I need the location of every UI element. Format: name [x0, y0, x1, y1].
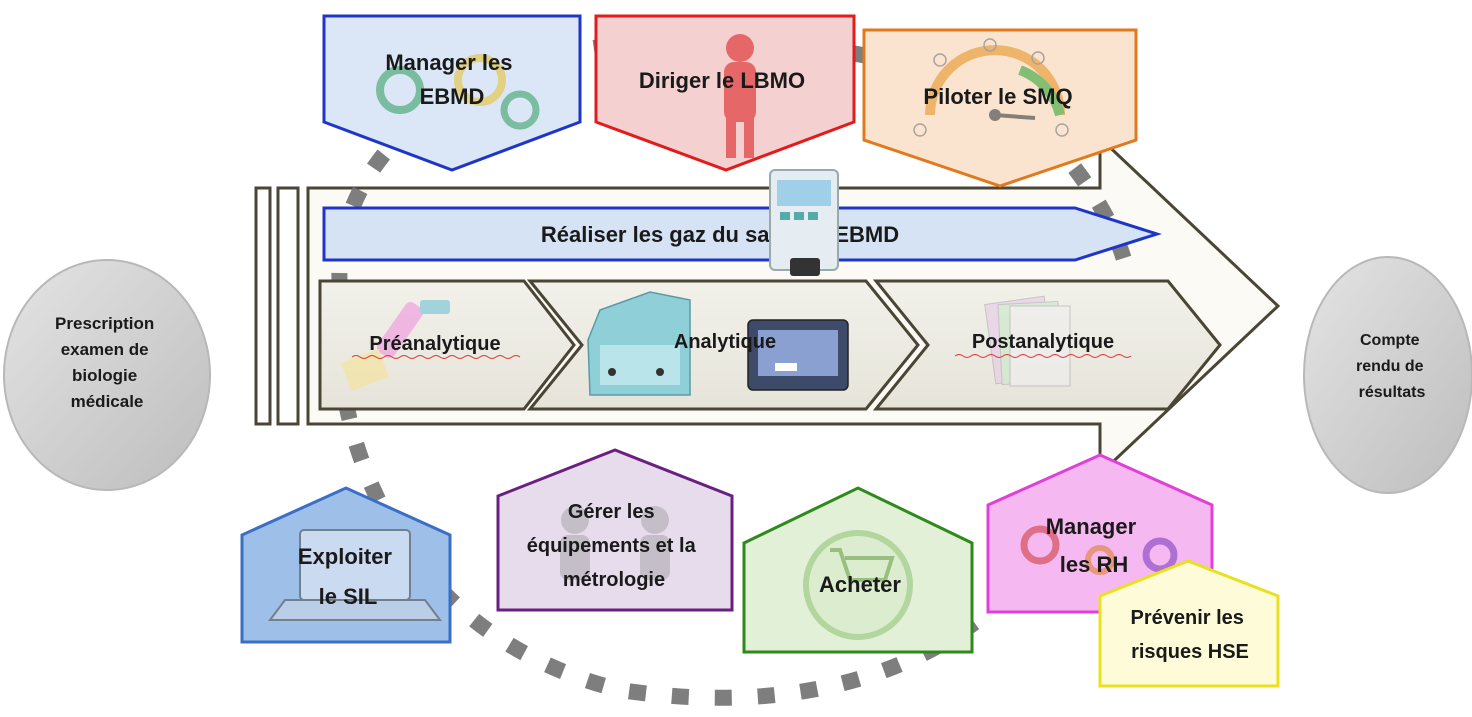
support-label: Manager les RH [1046, 514, 1143, 577]
support-acheter: Acheter [742, 486, 974, 654]
laptop-icon [268, 529, 442, 621]
spell-underline [954, 354, 1132, 358]
person-icon [560, 506, 670, 580]
main-process-banner: Réaliser les gaz du sang en EBMD [322, 206, 1162, 262]
step-postanalytique: Postanalytique [872, 279, 1222, 411]
compte-rendu-label: Compte rendu de résultats [1356, 332, 1428, 401]
support-shape [496, 448, 734, 612]
step-analytique: Analytique [526, 279, 920, 411]
support-label: Prévenir les risques HSE [1131, 607, 1250, 663]
step-preanalytique: Préanalytique [318, 279, 576, 411]
analyzer-icon [587, 291, 849, 396]
management-shape [322, 14, 582, 172]
prescription-label: Prescription examen de biologie médicale [55, 314, 159, 411]
management-manager-ebmd: Manager les EBMD [322, 14, 582, 172]
management-piloter-smq: Piloter le SMQ [862, 28, 1138, 188]
support-gerer-equipements: Gérer les équipements et la métrologie [496, 448, 734, 612]
support-label: Acheter [819, 572, 901, 597]
papers-icon [984, 295, 1071, 387]
management-shape [862, 28, 1138, 188]
person-icon [724, 34, 756, 158]
gauge-icon [913, 38, 1069, 137]
prescription-oval [3, 259, 211, 491]
support-shape [1098, 559, 1280, 688]
management-label: Piloter le SMQ [923, 84, 1072, 109]
cart-icon [803, 530, 913, 640]
management-label: Diriger le LBMO [639, 68, 805, 93]
tube-icon [341, 300, 450, 391]
spell-underline [351, 355, 521, 359]
arrow-bar-1 [254, 186, 272, 426]
analyzer-top-icon [769, 169, 839, 276]
compte-rendu-output: Compte rendu de résultats [1303, 256, 1472, 494]
gears-icon [1020, 525, 1178, 575]
support-exploiter-sil: Exploiter le SIL [240, 486, 452, 644]
step-preanalytique-label: Préanalytique [369, 333, 500, 355]
gears-icon [376, 54, 540, 130]
support-label: Exploiter le SIL [298, 544, 398, 609]
step-postanalytique-label: Postanalytique [972, 331, 1114, 353]
prescription-input: Prescription examen de biologie médicale [3, 259, 211, 491]
arrow-bar-2 [276, 186, 300, 426]
support-label: Gérer les équipements et la métrologie [527, 501, 702, 591]
main-process-title: Réaliser les gaz du sang en EBMD [541, 222, 899, 247]
compte-rendu-oval [1303, 256, 1472, 494]
support-prevenir-hse: Prévenir les risques HSE [1098, 559, 1280, 688]
banner-shape [322, 206, 1162, 262]
step-analytique-label: Analytique [674, 331, 776, 353]
management-diriger-lbmo: Diriger le LBMO [594, 14, 856, 172]
management-label: Manager les EBMD [385, 50, 518, 109]
